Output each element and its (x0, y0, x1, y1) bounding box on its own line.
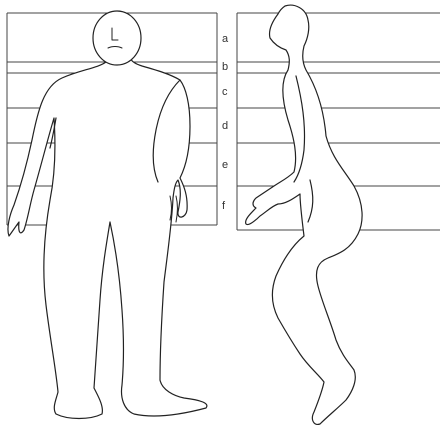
front-figure-body (8, 46, 207, 419)
front-figure-head (93, 11, 141, 65)
band-label-e: e (222, 159, 228, 171)
front-view-figure (8, 11, 207, 419)
band-label-b: b (222, 61, 228, 73)
side-figure-body (246, 5, 362, 424)
band-label-f: f (222, 200, 226, 212)
band-labels: a b c d e f (222, 33, 229, 212)
band-label-a: a (222, 33, 229, 45)
band-label-c: c (222, 86, 228, 98)
side-view-figure (246, 5, 362, 424)
band-label-d: d (222, 120, 228, 132)
